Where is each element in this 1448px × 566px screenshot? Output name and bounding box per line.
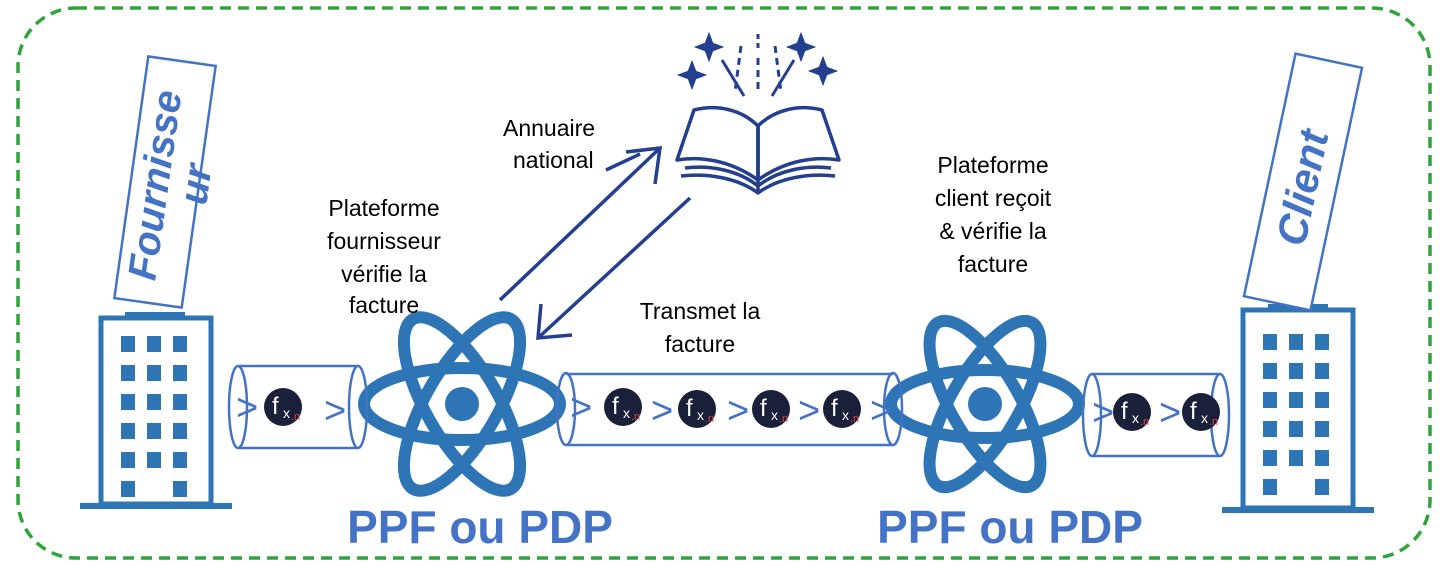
client-building-icon <box>1222 304 1374 513</box>
supplier-label-2: ur <box>171 159 220 207</box>
svg-text:Annuaire: Annuaire <box>503 115 595 141</box>
svg-text:national: national <box>513 147 594 173</box>
sparkles-icon <box>676 31 839 97</box>
flow-arrow-icon: > <box>798 390 820 432</box>
svg-text:fournisseur: fournisseur <box>327 228 441 254</box>
flow-arrow-icon: > <box>324 390 346 432</box>
svg-text:Plateforme: Plateforme <box>937 152 1048 178</box>
flow-arrow-icon: > <box>651 390 673 432</box>
client-platform-atom-icon <box>885 314 1085 494</box>
svg-text:& vérifie la: & vérifie la <box>939 218 1047 244</box>
invoice-badge-icon <box>1182 393 1220 431</box>
pipe-supplier-to-platform-icon <box>227 364 369 450</box>
dashed-border <box>16 6 1432 560</box>
platform-label-right: PPF ou PDP <box>877 501 1143 553</box>
supplier-platform-atom-icon <box>358 311 566 497</box>
svg-text:client reçoit: client reçoit <box>935 185 1052 211</box>
lookup-arrows <box>498 145 692 340</box>
flow-arrow-icon: > <box>727 390 749 432</box>
svg-text:vérifie la: vérifie la <box>341 261 427 287</box>
transmit-caption: Transmet la facture <box>640 298 761 357</box>
svg-text:facture: facture <box>958 251 1028 277</box>
invoice-badge-icon <box>1113 393 1151 431</box>
flow-arrow-icon: > <box>1159 392 1181 434</box>
supplier-building-icon <box>80 312 232 509</box>
invoice-badge-icon <box>678 390 716 428</box>
svg-text:Plateforme: Plateforme <box>328 195 439 221</box>
annuaire-caption: Annuaire national <box>503 115 595 173</box>
invoice-badge-icon <box>752 390 790 428</box>
arrow-up-to-book <box>498 146 662 302</box>
supplier-platform-caption: Plateforme fournisseur vérifie la factur… <box>327 195 441 318</box>
svg-text:facture: facture <box>665 331 735 357</box>
flow-arrow-icon: > <box>570 387 592 429</box>
pipe-platform-to-client-icon <box>1081 372 1231 458</box>
svg-text:facture: facture <box>349 292 419 318</box>
client-sign: Client <box>1242 52 1364 312</box>
platform-label-left: PPF ou PDP <box>347 501 613 553</box>
flow-arrow-icon: > <box>236 387 258 429</box>
client-platform-caption: Plateforme client reçoit & vérifie la fa… <box>935 152 1052 277</box>
pipe-platform-to-platform-icon <box>555 371 904 447</box>
svg-text:Transmet la: Transmet la <box>640 298 761 324</box>
flow-arrow-icon: > <box>870 390 892 432</box>
open-book-icon <box>675 106 841 195</box>
annuaire-leader <box>605 152 641 172</box>
invoice-badge-icon <box>604 388 642 426</box>
invoice-badge-icon <box>823 390 861 428</box>
invoice-badge-icon <box>264 388 302 426</box>
flow-arrow-icon: > <box>1092 392 1114 434</box>
arrow-down-from-book <box>536 196 692 340</box>
supplier-sign: Fournisse ur <box>112 55 221 309</box>
